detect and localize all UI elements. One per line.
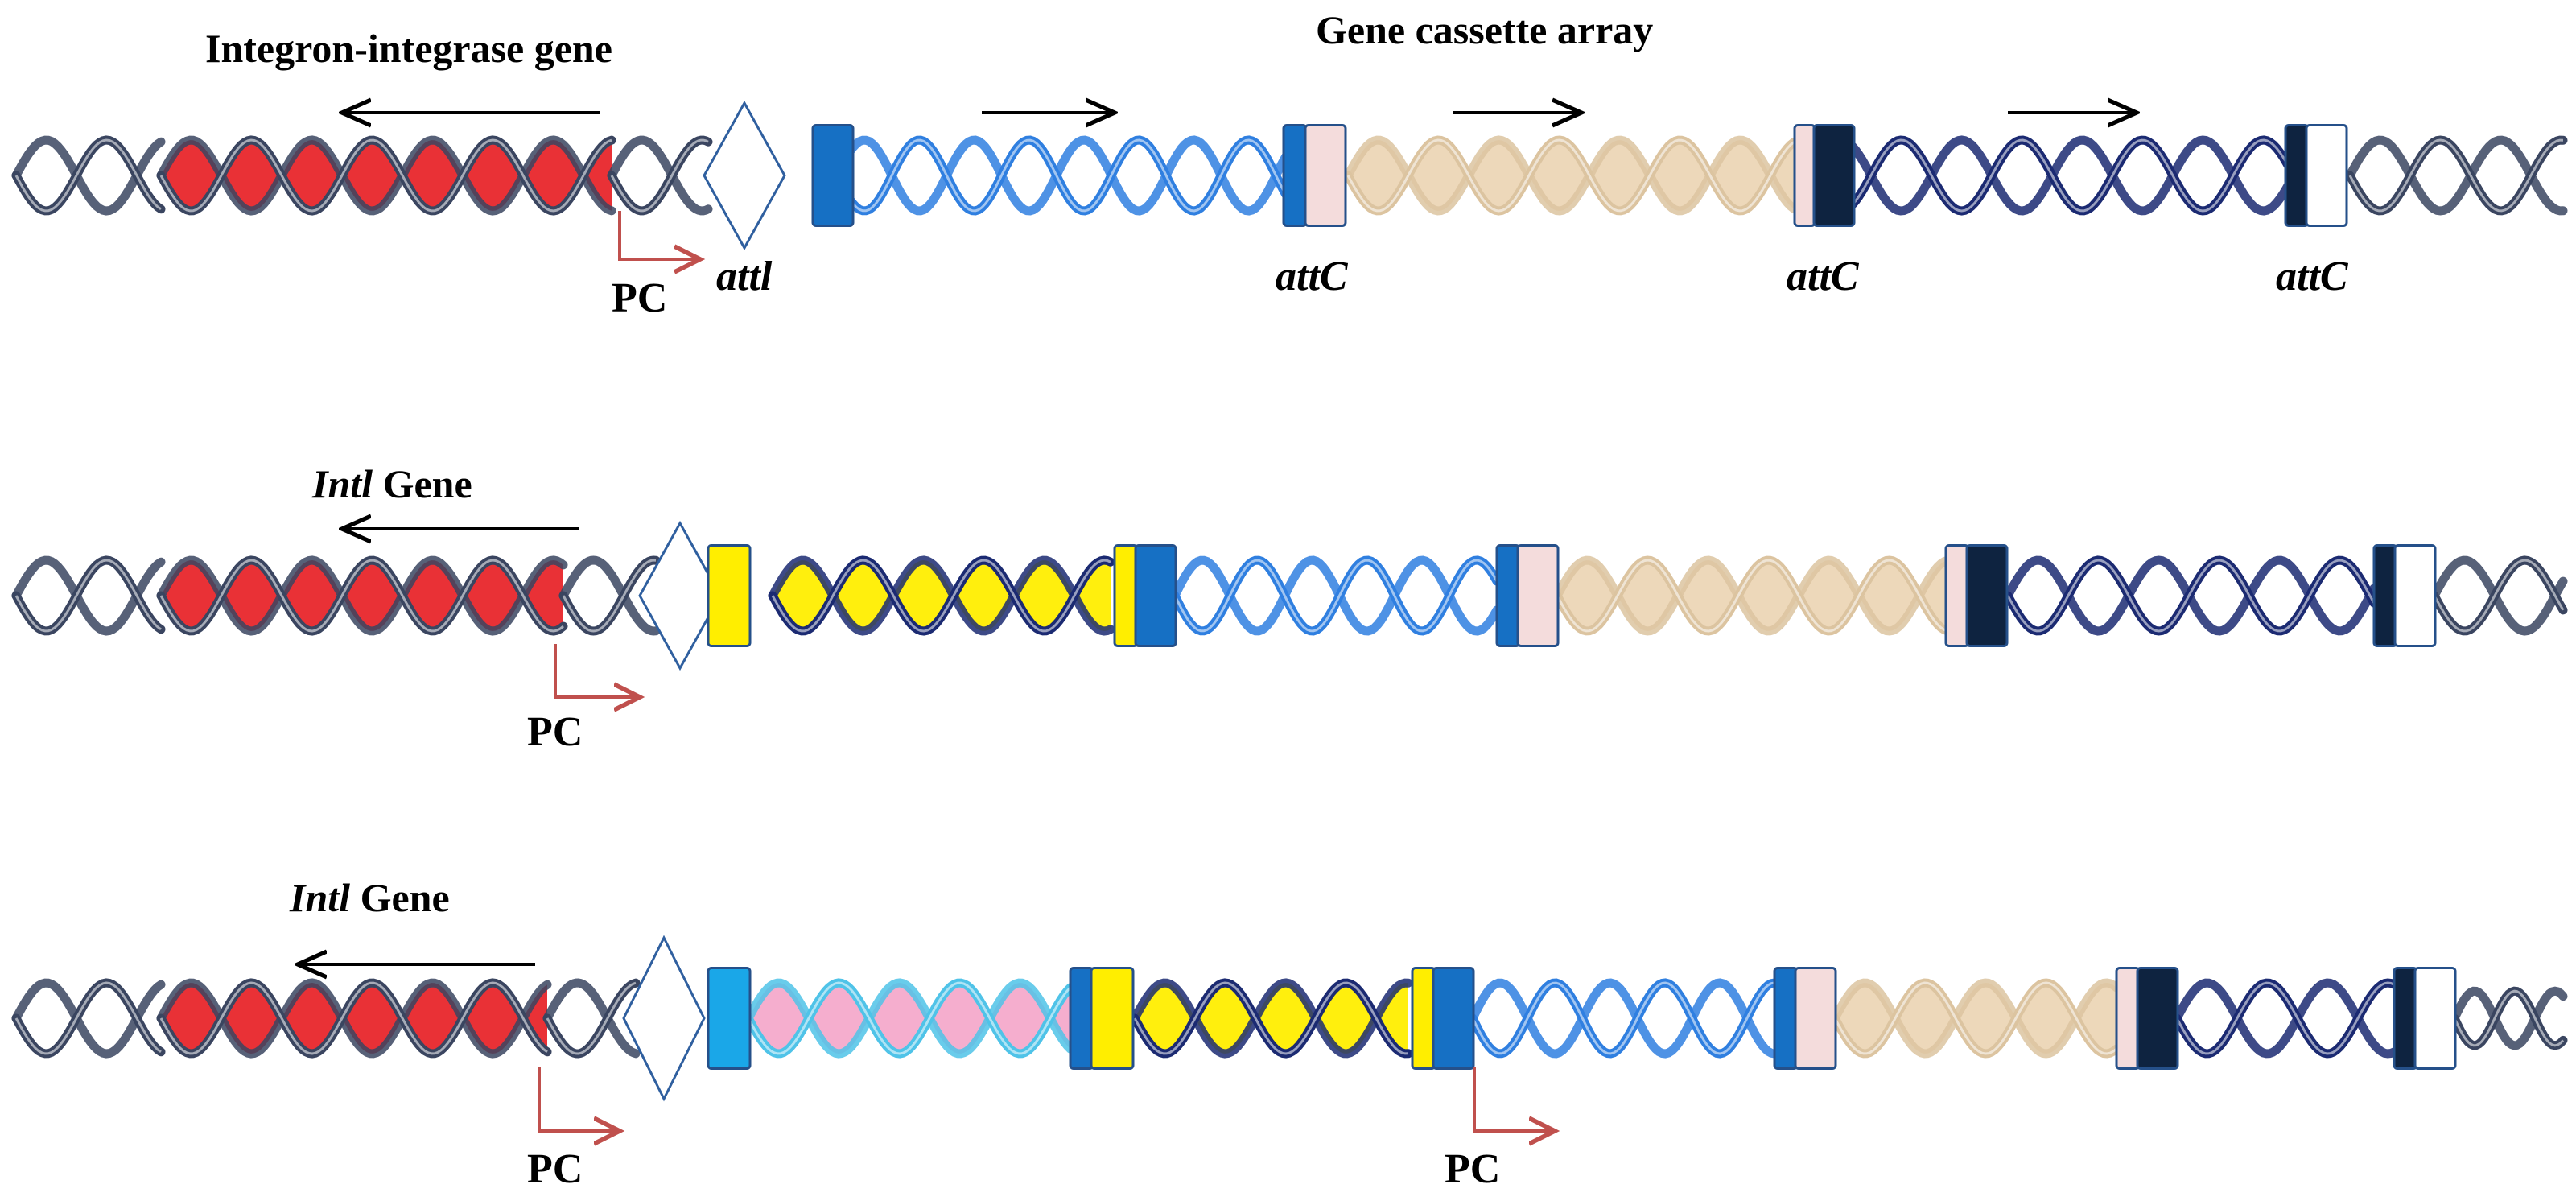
- row3-backbone-right: [2450, 986, 2568, 1050]
- row3-backbone-mid: [542, 978, 641, 1059]
- row3-yellow-cassette-helix: [1130, 978, 1413, 1059]
- row3-attc-box-2b: [1432, 967, 1475, 1070]
- attc-site-label-3: attC: [2276, 254, 2348, 299]
- row2-attc-box-1a: [1113, 544, 1139, 647]
- row1-attc-box-2a: [1793, 124, 1816, 227]
- row2-attc-box-2b: [1516, 544, 1560, 647]
- row2-navy-cassette-helix: [2003, 555, 2379, 636]
- attc-site-label-1: attC: [1276, 254, 1348, 299]
- row2-backbone-right: [2430, 555, 2568, 636]
- row3-attc-box-5a: [2393, 967, 2418, 1070]
- row1-cassette-start-box: [811, 124, 855, 227]
- promoter-pc-label-row3-b: PC: [1445, 1146, 1501, 1192]
- row3-attc-box-4b: [2136, 967, 2179, 1070]
- row1-backbone-left: [11, 135, 166, 216]
- integrase-gene-label: Integron-integrase gene: [205, 28, 612, 68]
- promoter-pc-label-row3-a: PC: [527, 1146, 583, 1192]
- row3-attc-box-4a: [2115, 967, 2141, 1070]
- attc-site-label-2: attC: [1787, 254, 1859, 299]
- row3-cassette-start-box: [707, 967, 752, 1070]
- row2-backbone-mid: [558, 555, 661, 636]
- row1-navy-cassette-helix: [1806, 135, 2294, 216]
- dna-helices: [11, 135, 2568, 1059]
- direction-arrows: [298, 113, 2137, 1131]
- intl-gene-label-row3: Intl Gene: [290, 877, 450, 918]
- row1-attl-diamond: [703, 100, 786, 251]
- row1-attc-box-3a: [2284, 124, 2310, 227]
- row3-attc-box-1b: [1090, 967, 1135, 1070]
- row2-blue-cassette-helix: [1170, 555, 1502, 636]
- gene-cassette-array-label: Gene cassette array: [1316, 7, 1654, 52]
- row2-backbone-left: [11, 555, 166, 636]
- row1-beige-cassette-helix: [1343, 135, 1811, 216]
- row3-navy-cassette-helix: [2172, 978, 2399, 1059]
- row3-attl-diamond: [622, 935, 706, 1102]
- row2-attc-box-4a: [2372, 544, 2398, 647]
- row1-attc-box-1a: [1282, 124, 1308, 227]
- row3-attc-box-1a: [1069, 967, 1094, 1070]
- integrase-gene-label-text: Integron-integrase gene: [205, 26, 612, 71]
- row2-attc-box-1b: [1134, 544, 1177, 647]
- row2-integrase-helix: [156, 555, 568, 636]
- row2-attc-box-4b: [2393, 544, 2437, 647]
- row2-beige-cassette-helix: [1552, 555, 1952, 636]
- row2-attc-box-3a: [1944, 544, 1970, 647]
- row3-blue-cassette-helix: [1468, 978, 1779, 1059]
- intl-gene-label-row3-italic: Intl: [290, 875, 351, 920]
- row3-attc-box-3a: [1773, 967, 1799, 1070]
- row1-attc-box-3b: [2305, 124, 2348, 227]
- row2-attc-box-3b: [1965, 544, 2009, 647]
- row2-yellow-cassette-helix: [768, 555, 1115, 636]
- row1-backbone-mid: [607, 135, 713, 216]
- row3-pink-cassette-helix: [744, 978, 1075, 1059]
- row1-integrase-helix: [156, 135, 616, 216]
- row2-promoter-arrow: [554, 644, 640, 697]
- row1-attc-box-1b: [1304, 124, 1347, 227]
- row2-attl-diamond: [638, 520, 722, 671]
- row2-cassette-start-box: [707, 544, 752, 647]
- promoter-pc-label-row1: PC: [612, 275, 668, 321]
- row1-promoter-arrow: [618, 211, 700, 259]
- cassette-site-blocks: [622, 100, 2457, 1102]
- row3-beige-cassette-helix: [1830, 978, 2121, 1059]
- intl-gene-label-row2: Intl Gene: [312, 464, 472, 504]
- attl-site-label: attl: [716, 254, 773, 299]
- row3-attc-box-3b: [1794, 967, 1837, 1070]
- row3-integrase-helix: [156, 978, 552, 1059]
- row1-attc-box-2b: [1812, 124, 1856, 227]
- intl-gene-label-row3-text: Gene: [350, 875, 450, 920]
- row1-backbone-right: [2345, 135, 2568, 216]
- row2-attc-box-2a: [1495, 544, 1521, 647]
- row3-attc-box-2a: [1411, 967, 1436, 1070]
- row3-promoter-arrow-a: [538, 1067, 620, 1131]
- row3-promoter-arrow-b: [1473, 1067, 1555, 1131]
- intl-gene-label-row2-text: Gene: [373, 461, 472, 506]
- row3-attc-box-5b: [2413, 967, 2457, 1070]
- row3-backbone-left: [11, 978, 166, 1059]
- promoter-pc-label-row2: PC: [527, 709, 583, 755]
- intl-gene-label-row2-italic: Intl: [312, 461, 373, 506]
- row1-blue-cassette-helix: [832, 135, 1292, 216]
